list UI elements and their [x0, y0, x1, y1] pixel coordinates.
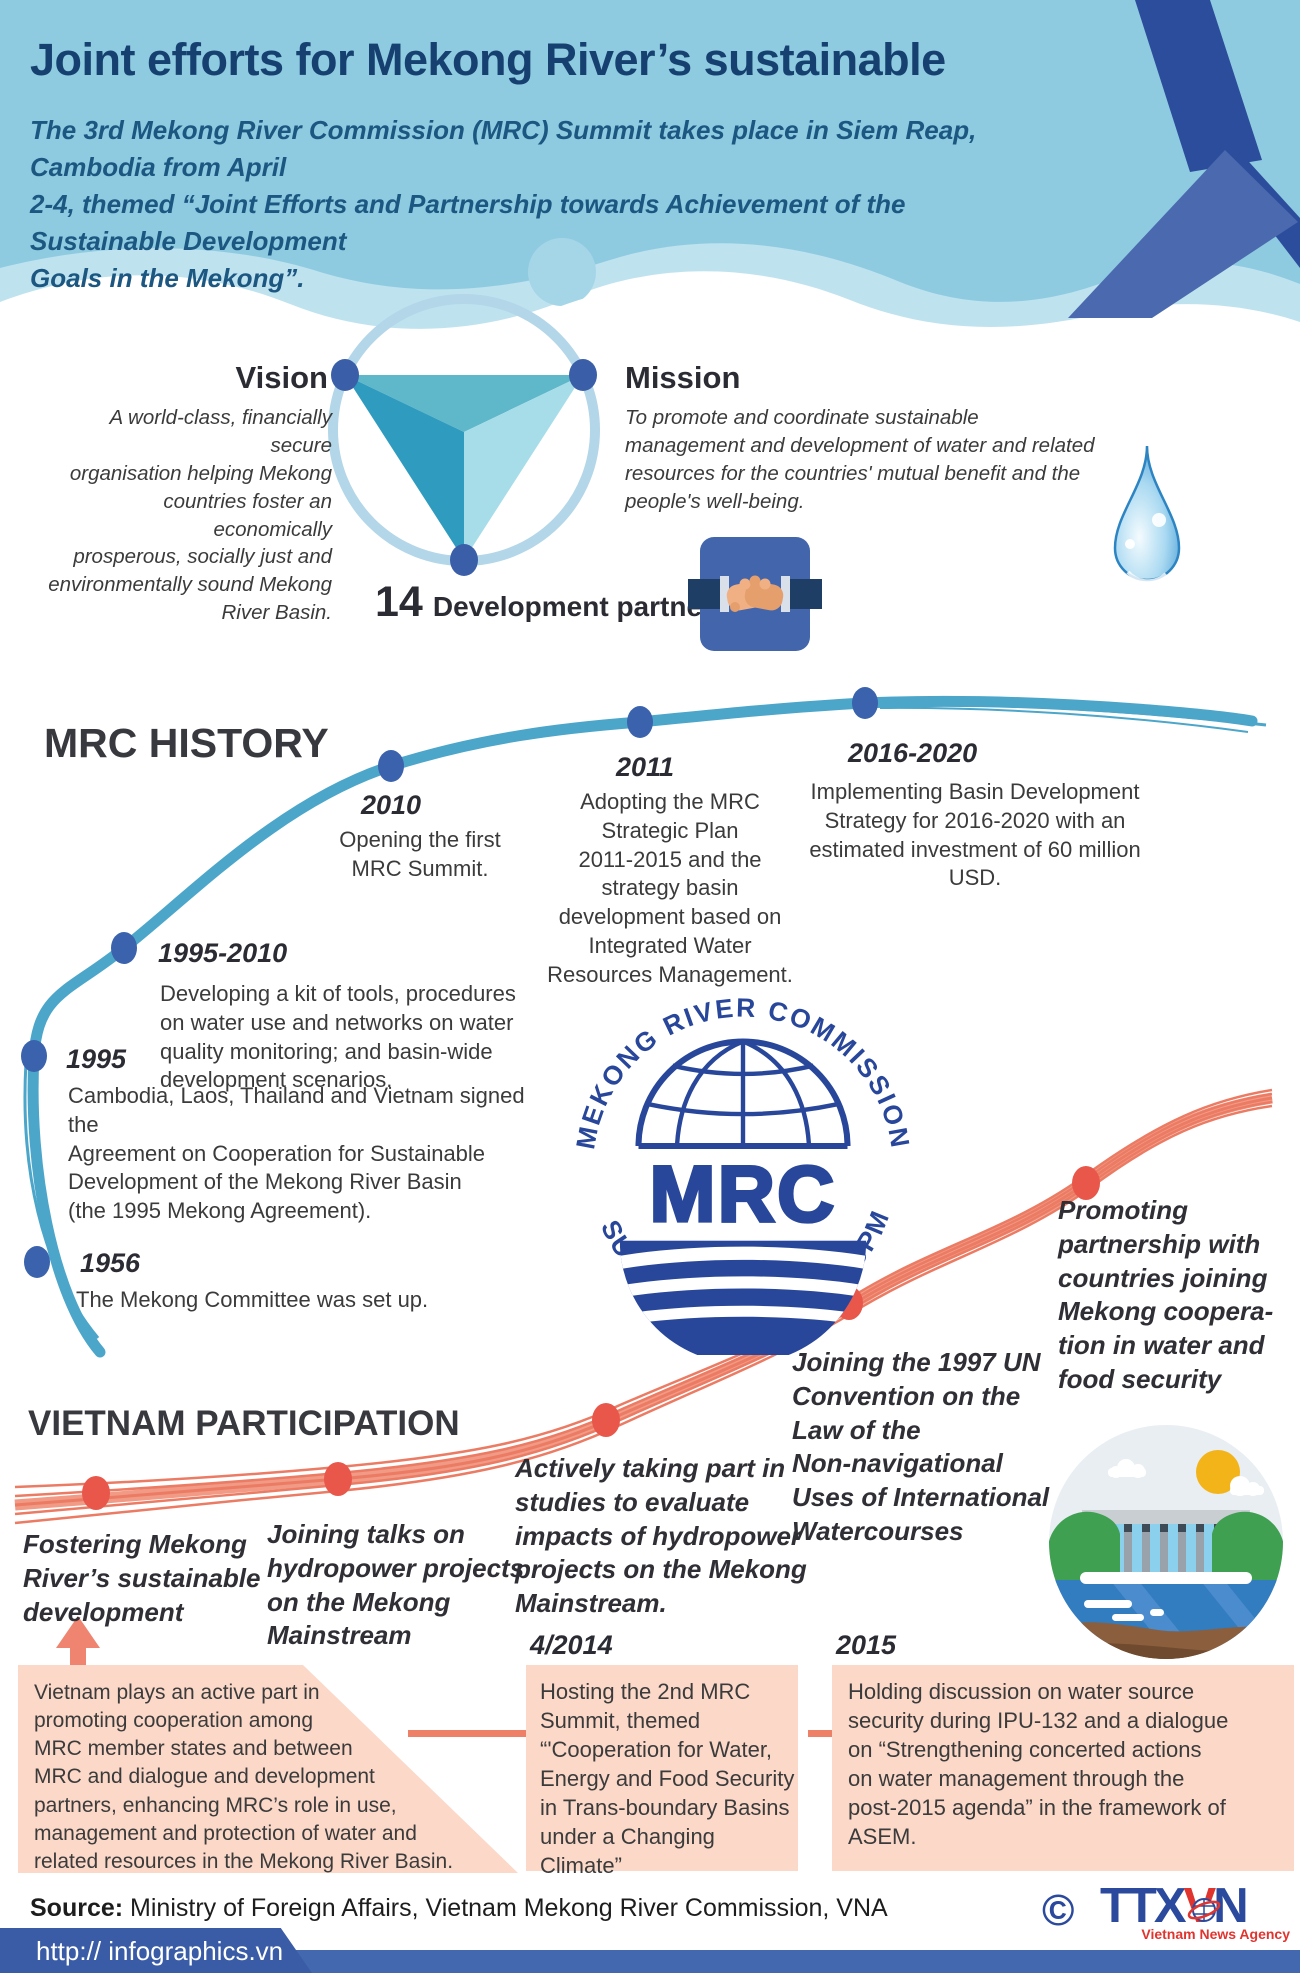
- event-year-2016-2020: 2016-2020: [848, 738, 978, 768]
- dam-illustration: [1049, 1425, 1283, 1659]
- connector-line: [808, 1730, 834, 1737]
- milestone-hydropower-talks: Joining talks on hydropower projects on …: [267, 1519, 525, 1651]
- box-year-4-2014: 4/2014: [530, 1630, 613, 1660]
- logo-globe-dome: [635, 1038, 851, 1150]
- history-timeline-curve: [21, 687, 1267, 1358]
- box-text-2015: Holding discussion on water source secur…: [832, 1665, 1294, 1871]
- milestone-un-convention: Joining the 1997 UN Convention on the La…: [792, 1347, 1050, 1546]
- event-year-2010: 2010: [360, 790, 422, 820]
- event-text-2011: Adopting the MRC Strategic Plan 2011-201…: [547, 789, 793, 987]
- footer-bar: [0, 1950, 1300, 1973]
- event-text-1956: The Mekong Committee was set up.: [76, 1287, 429, 1312]
- page-title: Joint efforts for Mekong River’s sustain…: [30, 34, 946, 85]
- mrc-logo: MEKONG RIVER COMMISSION FOR SUSTAINABLE …: [556, 981, 914, 1355]
- up-arrow-icon: [56, 1616, 100, 1668]
- page-subtitle: The 3rd Mekong River Commission (MRC) Su…: [30, 115, 977, 293]
- event-year-1995: 1995: [66, 1044, 127, 1074]
- copyright-symbol: ©: [1042, 1886, 1075, 1935]
- milestone-partnership: Promoting partnership with countries joi…: [1058, 1195, 1274, 1394]
- logo-acronym: MRC: [650, 1149, 837, 1238]
- vision-text: A world-class, financially secure organi…: [48, 406, 332, 625]
- footer-url: http:// infographics.vn: [36, 1936, 284, 1966]
- connector-line: [408, 1730, 530, 1737]
- participation-note-text: Vietnam plays an active part in promotin…: [34, 1681, 454, 1873]
- logo-waves: [619, 1240, 867, 1355]
- box-year-2015: 2015: [836, 1630, 897, 1660]
- participation-note-box: Vietnam plays an active part in promotin…: [18, 1665, 518, 1873]
- box-text-4-2014: Hosting the 2nd MRC Summit, themed “'Coo…: [526, 1665, 798, 1878]
- partners-count: 14: [375, 578, 423, 626]
- source-text: Ministry of Foreign Affairs, Vietnam Mek…: [123, 1894, 888, 1922]
- vna-agency-name: Vietnam News Agency: [1141, 1926, 1290, 1942]
- milestone-studies: Actively taking part in studies to evalu…: [515, 1453, 807, 1619]
- history-heading: MRC HISTORY: [44, 720, 329, 766]
- source-line: Source: Ministry of Foreign Affairs, Vie…: [30, 1894, 888, 1923]
- event-text-1995-2010: Developing a kit of tools, procedures on…: [160, 981, 516, 1093]
- milestone-fostering: Fostering Mekong River’s sustainable dev…: [23, 1529, 261, 1627]
- development-partners: 14 Development partners: [375, 578, 728, 627]
- vna-ttx: TTX: [1100, 1879, 1187, 1933]
- event-text-2010: Opening the first MRC Summit.: [339, 827, 501, 881]
- event-text-2016-2020: Implementing Basin Development Strategy …: [809, 779, 1141, 891]
- vision-label: Vision: [235, 360, 328, 395]
- water-drop-icon: [1113, 445, 1181, 584]
- mission-text: To promote and coordinate sustainable ma…: [625, 406, 1095, 513]
- source-label: Source:: [30, 1894, 124, 1922]
- event-year-2011: 2011: [615, 752, 675, 782]
- participation-timeline-curve: [14, 1088, 1273, 1525]
- event-year-1956: 1956: [80, 1248, 141, 1278]
- event-text-1995: Cambodia, Laos, Thailand and Vietnam sig…: [68, 1083, 525, 1224]
- participation-heading: VIETNAM PARTICIPATION: [28, 1404, 460, 1443]
- vna-globe-icon: [1187, 1898, 1221, 1922]
- partners-label: Development partners: [432, 591, 729, 622]
- event-year-1995-2010: 1995-2010: [158, 938, 288, 968]
- vna-logo: TTXVN Vietnam News Agency: [1100, 1879, 1290, 1943]
- footer-url-box: [0, 1928, 312, 1973]
- vision-mission-diagram: [328, 294, 600, 576]
- mission-label: Mission: [625, 360, 741, 395]
- handshake-icon: [688, 537, 822, 651]
